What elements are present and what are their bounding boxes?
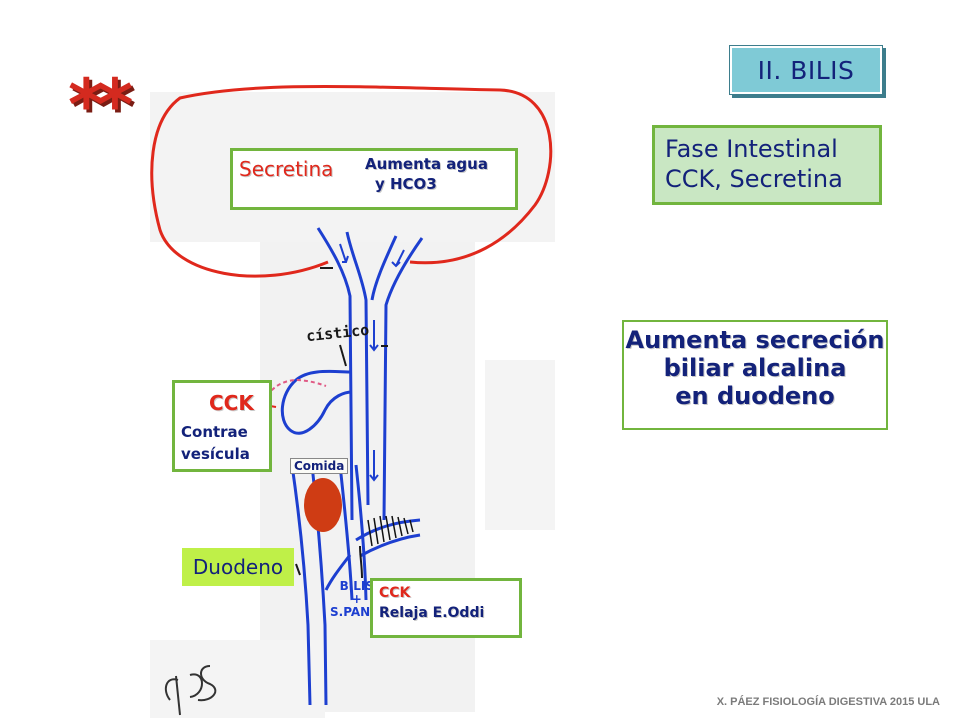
phase-line-1: Fase Intestinal	[665, 135, 838, 163]
section-title-box: II. BILIS	[730, 46, 882, 94]
flow-arrows	[339, 243, 405, 482]
hepatic-ducts	[280, 227, 424, 706]
sketch-paper	[485, 360, 555, 530]
secretin-loop-path	[150, 85, 553, 278]
comida-label: Comida	[290, 458, 349, 474]
effect-line-2: biliar alcalina	[663, 354, 847, 382]
plus-text: +	[351, 592, 362, 606]
cck-signal-path	[263, 378, 327, 403]
effect-line-1: Aumenta secreción	[625, 326, 885, 354]
secretin-box: Secretina Aumenta agua y HCO3	[230, 148, 518, 210]
duodeno-label-box: Duodeno	[182, 548, 294, 586]
footer-credit: X. PÁEZ FISIOLOGÍA DIGESTIVA 2015 ULA	[716, 696, 940, 708]
cck-effect-1: Contrae	[181, 423, 248, 441]
food-bolus	[304, 478, 342, 532]
oddi-sphincter-hatch	[367, 515, 414, 547]
sketch-ticks	[295, 267, 388, 579]
cck-effect-2: vesícula	[181, 445, 250, 463]
cck-oddi-effect: Relaja E.Oddi	[379, 605, 485, 621]
secretin-label: Secretina	[239, 157, 334, 181]
effect-summary-box: Aumenta secreción biliar alcalina en duo…	[622, 320, 888, 430]
bilis-text: BILIS	[339, 579, 374, 593]
secretin-effect-1: Aumenta agua	[365, 155, 488, 173]
effect-line-3: en duodeno	[675, 382, 835, 410]
section-title: II. BILIS	[757, 55, 855, 85]
cck-gallbladder-box: CCK Contrae vesícula	[172, 380, 272, 472]
cck-label: CCK	[209, 391, 254, 415]
phase-line-2: CCK, Secretina	[665, 165, 843, 193]
cck-oddi-label: CCK	[379, 585, 411, 601]
cck-oddi-box: CCK Relaja E.Oddi	[370, 578, 522, 638]
emphasis-stars: **	[68, 64, 133, 146]
secretin-effect-2: y HCO3	[375, 175, 437, 193]
duodeno-label: Duodeno	[192, 555, 284, 579]
signature-scribble	[164, 665, 217, 716]
phase-box: Fase Intestinal CCK, Secretina	[652, 125, 882, 205]
